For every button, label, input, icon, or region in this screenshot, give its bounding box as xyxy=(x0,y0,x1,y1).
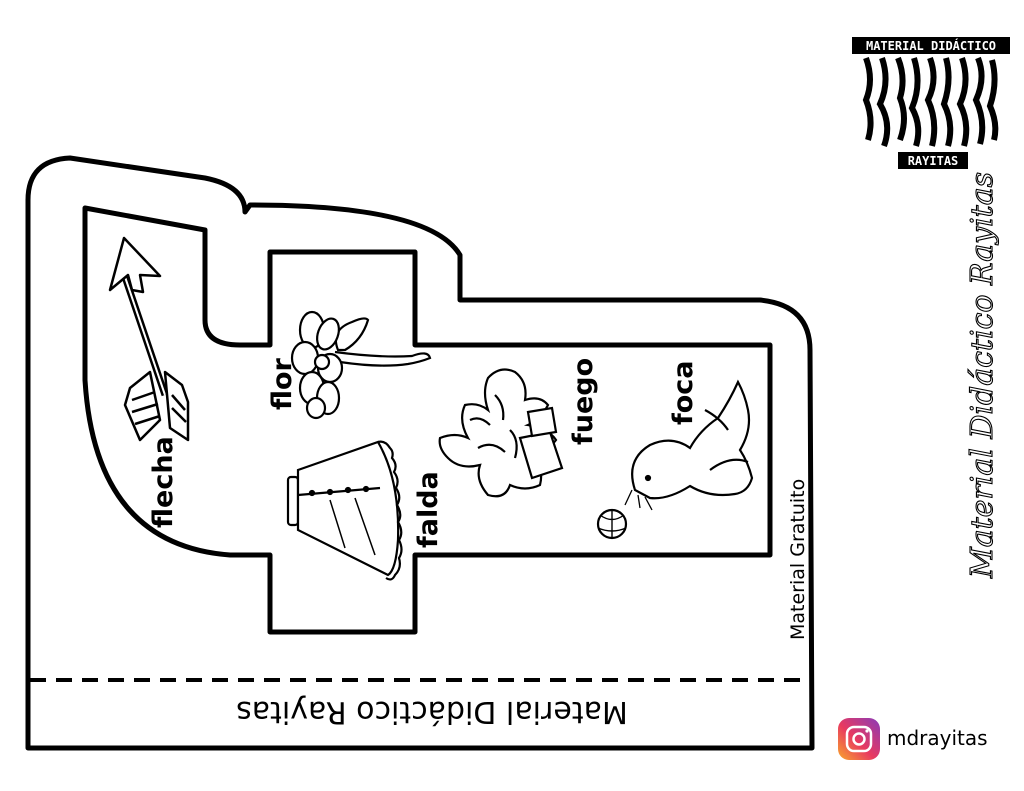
seal-illustration xyxy=(596,379,754,540)
side-label-material-gratuito: Material Gratuito xyxy=(787,479,809,640)
instagram-icon[interactable] xyxy=(838,718,880,760)
outer-template-outline xyxy=(25,155,815,751)
footer-upside-down-text: Material Didáctico Rayitas xyxy=(236,694,628,729)
word-flecha: flecha xyxy=(148,436,179,528)
flower-illustration xyxy=(290,310,432,420)
brand-logo: MATERIAL DIDÁCTICO RAYITAS xyxy=(852,37,1010,169)
word-falda: falda xyxy=(413,471,444,548)
inner-f-outline xyxy=(82,205,773,635)
word-fuego: fuego xyxy=(568,358,599,445)
logo-top-text: MATERIAL DIDÁCTICO xyxy=(866,38,996,53)
arrow-illustration xyxy=(108,236,190,442)
script-watermark: Material Didáctico Rayitas xyxy=(965,172,1000,579)
logo-bottom-text: RAYITAS xyxy=(908,154,959,168)
fire-illustration xyxy=(438,368,564,498)
zebra-stripes-icon xyxy=(862,56,999,148)
word-flor: flor xyxy=(267,357,298,410)
skirt-illustration xyxy=(286,440,403,581)
instagram-handle[interactable]: mdrayitas xyxy=(887,726,988,750)
instagram-badge[interactable]: mdrayitas xyxy=(838,718,988,760)
word-foca: foca xyxy=(668,360,699,425)
